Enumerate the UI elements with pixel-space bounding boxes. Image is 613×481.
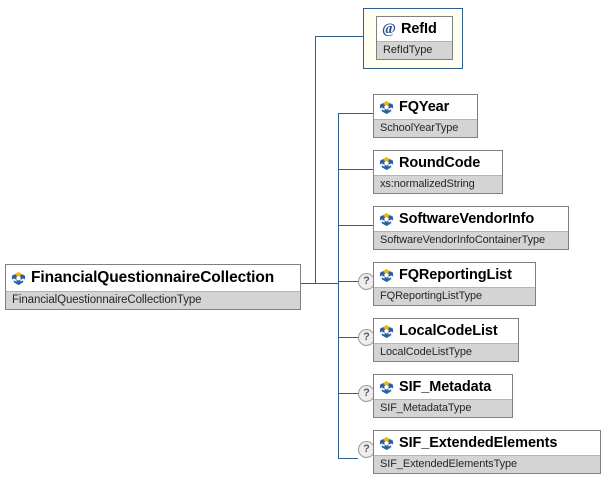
connector-branch-softwarevendorinfo xyxy=(338,225,373,226)
node-title-row: LocalCodeList xyxy=(374,319,518,343)
node-softwarevendorinfo[interactable]: SoftwareVendorInfo SoftwareVendorInfoCon… xyxy=(373,206,569,250)
node-label: SIF_ExtendedElements xyxy=(399,435,558,451)
connector-branch-fqreportinglist xyxy=(338,281,358,282)
element-icon xyxy=(379,324,394,338)
connector-branch-localcodelist xyxy=(338,337,358,338)
node-label: LocalCodeList xyxy=(399,323,498,339)
node-title-row: SIF_Metadata xyxy=(374,375,512,399)
element-icon xyxy=(379,212,394,226)
element-icon xyxy=(379,380,394,394)
node-fqreportinglist[interactable]: FQReportingList FQReportingListType xyxy=(373,262,536,306)
connector-branch-sifmetadata xyxy=(338,393,358,394)
node-type-label: LocalCodeListType xyxy=(374,343,518,361)
node-label: FQReportingList xyxy=(399,267,512,283)
node-localcodelist[interactable]: LocalCodeList LocalCodeListType xyxy=(373,318,519,362)
node-label: FQYear xyxy=(399,99,450,115)
node-fqyear[interactable]: FQYear SchoolYearType xyxy=(373,94,478,138)
node-label: RefId xyxy=(400,21,437,37)
connector-branch-sifextendedelements xyxy=(338,458,358,459)
node-type-label: SIF_MetadataType xyxy=(374,399,512,417)
node-title-row: RoundCode xyxy=(374,151,502,175)
node-type-label: SoftwareVendorInfoContainerType xyxy=(374,231,568,249)
node-title-row: FQReportingList xyxy=(374,263,535,287)
node-financialquestionnairecollection[interactable]: FinancialQuestionnaireCollection Financi… xyxy=(5,264,301,310)
node-sif-extendedelements[interactable]: SIF_ExtendedElements SIF_ExtendedElement… xyxy=(373,430,601,474)
node-type-label: SIF_ExtendedElementsType xyxy=(374,455,600,473)
node-type-label: RefIdType xyxy=(377,41,452,59)
element-icon xyxy=(379,268,394,282)
node-title-row: @ RefId xyxy=(377,17,452,41)
node-roundcode[interactable]: RoundCode xs:normalizedString xyxy=(373,150,503,194)
node-label: RoundCode xyxy=(399,155,481,171)
node-type-label: FinancialQuestionnaireCollectionType xyxy=(6,291,300,309)
node-title-row: SoftwareVendorInfo xyxy=(374,207,568,231)
element-icon xyxy=(11,271,26,285)
node-refid[interactable]: @ RefId RefIdType xyxy=(376,16,453,60)
node-label: SoftwareVendorInfo xyxy=(399,211,535,227)
node-title-row: SIF_ExtendedElements xyxy=(374,431,600,455)
node-type-label: SchoolYearType xyxy=(374,119,477,137)
connector-element-trunk xyxy=(338,113,339,458)
element-icon xyxy=(379,156,394,170)
at-sign-icon: @ xyxy=(382,20,396,37)
connector-attribute-trunk xyxy=(315,36,316,284)
connector-root-stub xyxy=(300,283,339,284)
element-icon xyxy=(379,436,394,450)
node-type-label: xs:normalizedString xyxy=(374,175,502,193)
node-label: SIF_Metadata xyxy=(399,379,492,395)
node-type-label: FQReportingListType xyxy=(374,287,535,305)
node-title-row: FQYear xyxy=(374,95,477,119)
attribute-group-box: @ RefId RefIdType xyxy=(363,8,463,69)
connector-branch-roundcode xyxy=(338,169,373,170)
connector-branch-fqyear xyxy=(338,113,373,114)
connector-attribute-branch-refid xyxy=(315,36,365,37)
node-sif-metadata[interactable]: SIF_Metadata SIF_MetadataType xyxy=(373,374,513,418)
node-label: FinancialQuestionnaireCollection xyxy=(31,269,275,286)
optional-badge-sifextendedelements: ? xyxy=(358,441,375,458)
element-icon xyxy=(379,100,394,114)
node-title-row: FinancialQuestionnaireCollection xyxy=(6,265,300,291)
